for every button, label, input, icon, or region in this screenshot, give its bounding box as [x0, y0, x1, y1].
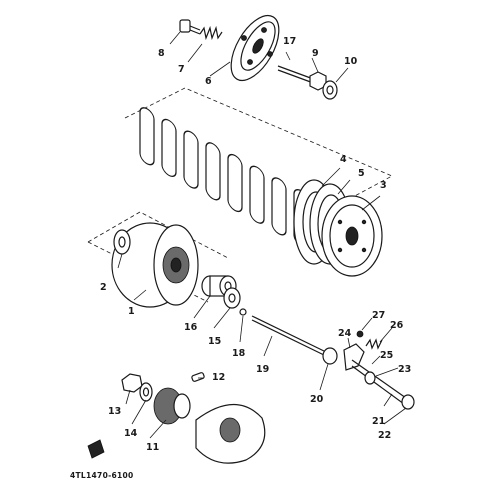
callout-20: 20	[310, 394, 324, 405]
callout-9: 9	[312, 48, 319, 59]
callout-23: 23	[398, 364, 411, 375]
lock-washer	[139, 382, 153, 402]
push-lever-assembly	[343, 330, 415, 410]
gear-nut	[121, 373, 143, 393]
spacer-washer	[223, 287, 241, 309]
key	[191, 372, 205, 382]
push-rod-end	[322, 347, 338, 365]
callout-5: 5	[358, 168, 365, 179]
callout-26: 26	[390, 320, 404, 331]
callout-17: 17	[283, 36, 296, 47]
callout-25: 25	[380, 350, 393, 361]
friction-plate-plane	[124, 87, 393, 213]
callout-24: 24	[338, 328, 352, 339]
steel-ball	[239, 308, 247, 316]
callout-14: 14	[124, 428, 138, 439]
callout-22: 22	[378, 430, 391, 441]
callout-11: 11	[146, 442, 159, 453]
callout-13: 13	[108, 406, 121, 417]
clutch-spring	[199, 25, 223, 41]
callout-7: 7	[178, 64, 185, 75]
spacer	[201, 275, 237, 297]
callout-12: 12	[212, 372, 225, 383]
crankcase-cover-fragment	[195, 403, 266, 464]
callout-labels: 1 2 3 4 5 6 7 8 9 10 11 12 13 14 15 16 1…	[100, 36, 411, 453]
callout-18: 18	[232, 348, 246, 359]
callout-27: 27	[372, 310, 385, 321]
clutch-plate-stack	[139, 107, 309, 248]
callout-16: 16	[184, 322, 198, 333]
thrust-washer	[113, 229, 131, 255]
callout-3: 3	[380, 180, 387, 191]
primary-driven-gear	[321, 195, 383, 277]
leader-lines	[117, 31, 407, 439]
long-push-rod	[251, 315, 327, 357]
diagram-code: 4TL1470-6100	[70, 471, 134, 480]
callout-8: 8	[158, 48, 165, 59]
callout-6: 6	[205, 76, 212, 87]
callout-19: 19	[256, 364, 269, 375]
callout-2: 2	[100, 282, 107, 293]
clutch-housing-plane	[87, 211, 229, 303]
callout-10: 10	[344, 56, 358, 67]
callout-1: 1	[128, 306, 135, 317]
clutch-bolt	[179, 19, 201, 35]
small-bracket	[87, 439, 105, 459]
callout-15: 15	[208, 336, 221, 347]
callout-4: 4	[340, 154, 347, 165]
clutch-housing	[111, 222, 199, 308]
callout-21: 21	[372, 416, 385, 427]
pressure-plate	[230, 14, 280, 82]
washer	[322, 80, 338, 100]
primary-drive-gear	[153, 387, 191, 425]
